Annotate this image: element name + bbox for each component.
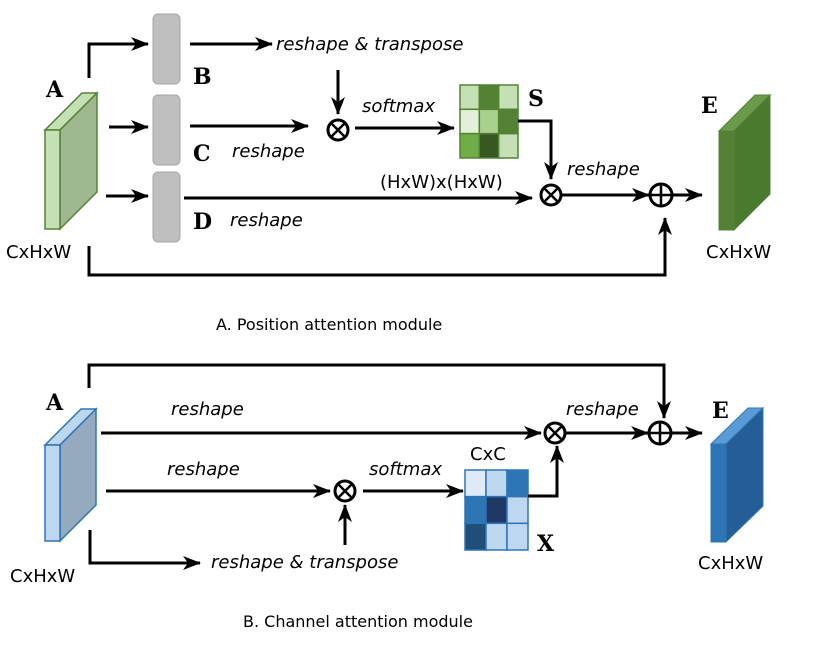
residual-connection xyxy=(87,363,671,419)
residual-connection xyxy=(87,217,672,277)
add-node xyxy=(648,182,674,208)
matrix-cell xyxy=(478,132,500,159)
add-node xyxy=(647,420,673,446)
arrow-s-to-mult xyxy=(518,119,558,180)
position-attention-module: A CxHxW B C D reshape & transpose reshap… xyxy=(6,13,772,334)
matrix-cell xyxy=(459,108,481,135)
branch-label-d: D xyxy=(193,209,212,235)
matrix-cell xyxy=(478,108,500,135)
matrix-cell xyxy=(497,84,519,111)
op-reshape-out: reshape xyxy=(567,159,640,180)
matrix-cell xyxy=(485,495,508,525)
input-tensor-a xyxy=(43,407,98,543)
arrow-a-to-b xyxy=(87,37,149,78)
multiply-node-2 xyxy=(543,421,567,445)
attention-map-s xyxy=(459,84,519,159)
branch-label-c: C xyxy=(193,141,211,167)
input-dims: CxHxW xyxy=(6,242,71,263)
matrix-cell xyxy=(497,132,519,159)
matrix-cell xyxy=(478,84,500,111)
op-reshape-top: reshape xyxy=(171,399,244,420)
output-label-e: E xyxy=(701,93,718,119)
op-softmax: softmax xyxy=(369,459,442,480)
input-label-a: A xyxy=(45,77,64,103)
attention-map-x xyxy=(464,469,529,551)
matrix-cell xyxy=(464,495,487,525)
op-reshape-out: reshape xyxy=(566,399,639,420)
output-dims: CxHxW xyxy=(698,553,763,574)
matrix-cell xyxy=(485,522,508,551)
matrix-cell xyxy=(506,522,529,551)
matrix-cell xyxy=(497,108,519,135)
op-reshape-c: reshape xyxy=(232,141,305,162)
op-reshape-transpose: reshape & transpose xyxy=(211,552,398,573)
attention-label-x: X xyxy=(537,531,555,557)
arrow-x-to-mult xyxy=(528,445,564,498)
output-tensor-e xyxy=(717,93,772,232)
matrix-cell xyxy=(506,495,529,525)
matrix-cell xyxy=(459,132,481,159)
output-dims: CxHxW xyxy=(706,242,771,263)
matrix-cell xyxy=(464,469,487,498)
conv-block-c xyxy=(152,94,181,166)
multiply-node-2 xyxy=(539,183,563,207)
attention-label-s: S xyxy=(528,86,544,112)
input-dims: CxHxW xyxy=(10,566,75,587)
multiply-node-1 xyxy=(333,479,357,503)
conv-block-d xyxy=(152,171,181,243)
input-label-a: A xyxy=(45,390,64,416)
attention-dims: CxC xyxy=(470,444,506,465)
matrix-cell xyxy=(464,522,487,551)
caption-channel-module: B. Channel attention module xyxy=(243,612,473,631)
attention-dims: (HxW)x(HxW) xyxy=(380,172,503,193)
op-reshape-mid: reshape xyxy=(167,459,240,480)
matrix-cell xyxy=(506,469,529,498)
op-reshape-transpose: reshape & transpose xyxy=(276,34,463,55)
output-tensor-e xyxy=(709,406,765,544)
op-softmax: softmax xyxy=(362,96,435,117)
conv-block-b xyxy=(152,13,181,85)
op-reshape-d: reshape xyxy=(230,210,303,231)
matrix-cell xyxy=(459,84,481,111)
input-tensor-a xyxy=(43,91,99,231)
matrix-cell xyxy=(485,469,508,498)
caption-position-module: A. Position attention module xyxy=(216,315,442,334)
output-label-e: E xyxy=(712,398,729,424)
arrow-a-reshape-transpose xyxy=(88,530,201,570)
multiply-node-1 xyxy=(326,118,350,142)
channel-attention-module: A CxHxW reshape reshape reshape & transp… xyxy=(10,363,765,631)
branch-label-b: B xyxy=(193,64,212,90)
